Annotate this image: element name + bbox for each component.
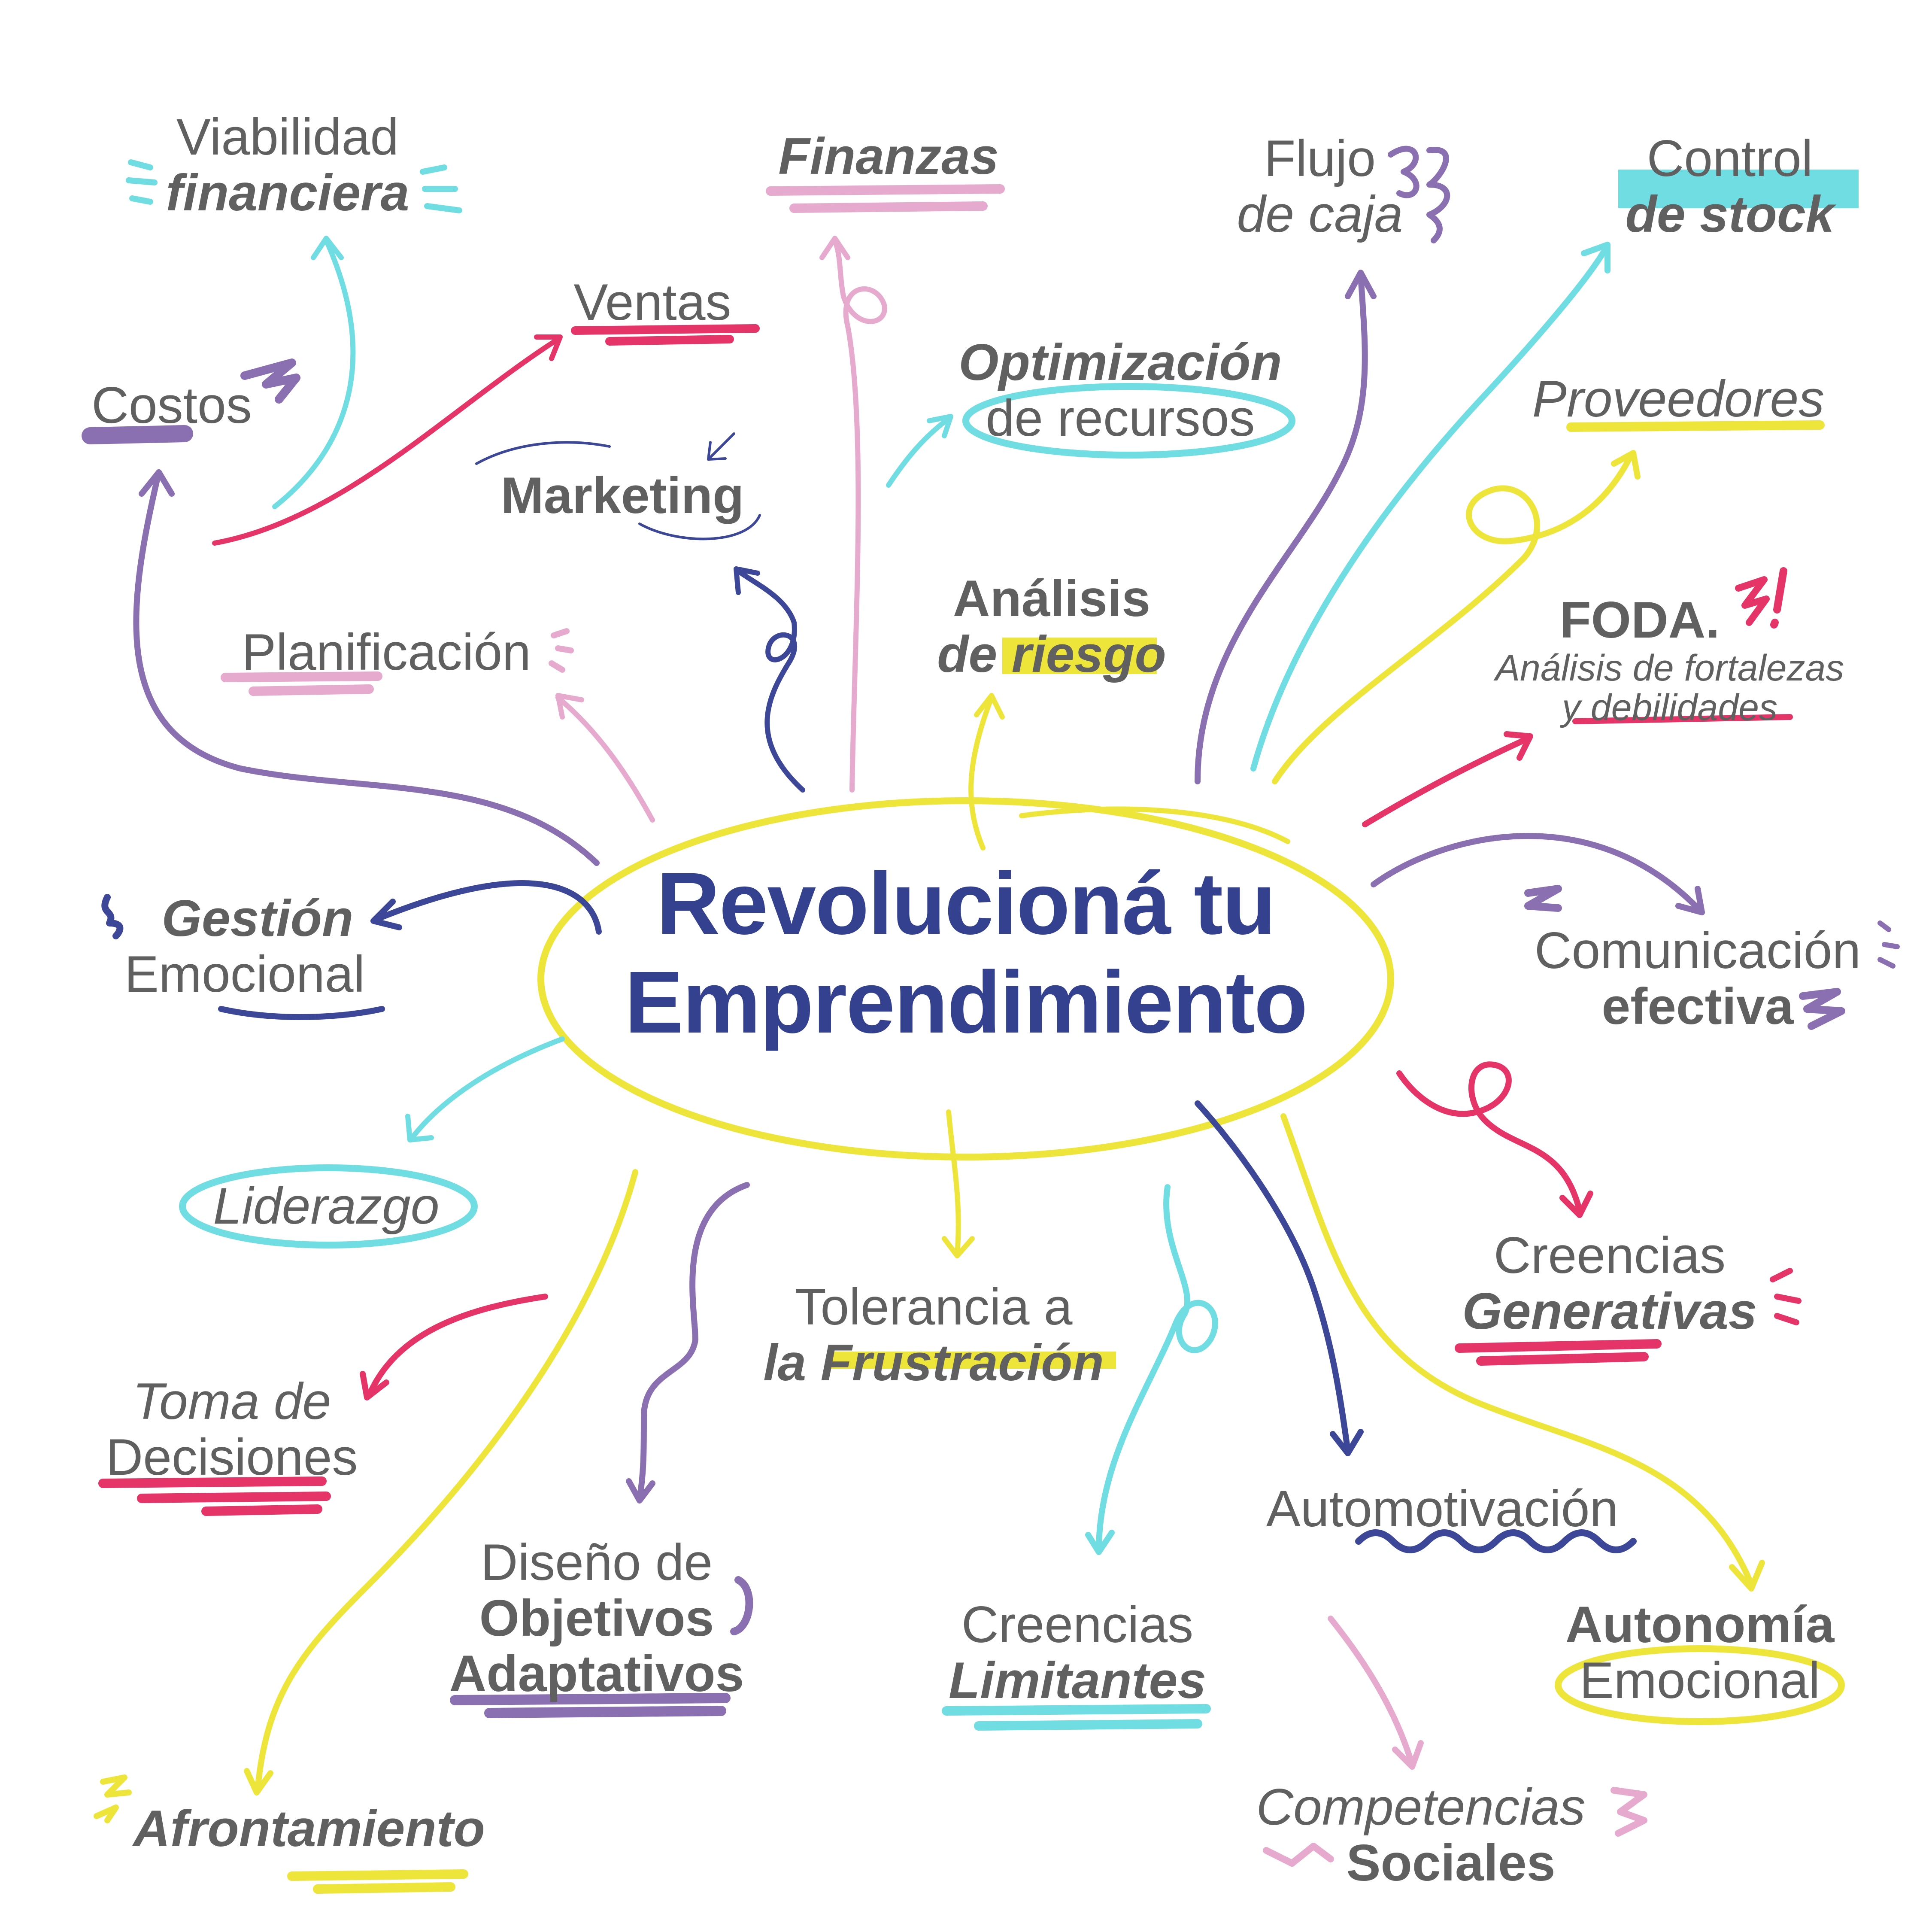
node-creencias-generativas-line1: Creencias — [1493, 1227, 1726, 1284]
node-analisis: Análisis de riesgo — [923, 571, 1180, 682]
node-viabilidad-line2: financiera — [166, 164, 409, 222]
center-ellipse-overdraw — [1019, 806, 1290, 844]
node-viabilidad-line1: Viabilidad — [176, 108, 399, 166]
node-tolerancia-line2a: la — [763, 1334, 807, 1391]
node-creencias-generativas: Creencias Generativas — [1442, 1227, 1777, 1340]
node-foda: FODA. Análisis de fortalezas y debilidad… — [1477, 592, 1863, 728]
node-optimizacion: Optimización de recursos — [927, 334, 1313, 447]
node-gestion-line2: Emocional — [124, 945, 365, 1003]
node-ventas: Ventas — [554, 273, 751, 331]
node-foda-line3a: y — [1562, 687, 1580, 729]
node-comunicacion-line1: Comunicación — [1534, 922, 1861, 979]
node-viabilidad: Viabilidad financiera — [159, 109, 416, 221]
highlights — [82, 146, 1900, 1894]
node-gestion: Gestión Emocional — [103, 890, 386, 1003]
node-tolerancia-line2b: Frustración — [820, 1334, 1104, 1391]
node-automotivacion-line1: Automotivación — [1266, 1480, 1619, 1537]
node-marketing: Marketing — [472, 468, 773, 524]
node-tolerancia: Tolerancia a la Frustración — [751, 1279, 1116, 1391]
node-autonomia-line2: Emocional — [1579, 1651, 1820, 1709]
node-liderazgo: Liderazgo — [193, 1177, 459, 1235]
node-foda-line3b: debilidades — [1590, 687, 1778, 729]
node-tolerancia-line1: Tolerancia a — [795, 1278, 1073, 1336]
node-competencias: Competencias Sociales — [1236, 1778, 1605, 1892]
node-toma-line1: Toma de — [132, 1373, 331, 1430]
node-control: Control de stock — [1605, 131, 1854, 242]
node-planificacion-line1: Planificación — [242, 623, 531, 681]
node-competencias-line2: Sociales — [1346, 1834, 1556, 1892]
node-finanzas-line1: Finanzas — [778, 128, 999, 185]
node-flujo-line1: Flujo — [1264, 130, 1376, 187]
node-creencias-generativas-line2: Generativas — [1462, 1282, 1757, 1340]
node-autonomia: Autonomía Emocional — [1545, 1597, 1854, 1708]
node-liderazgo-line1: Liderazgo — [213, 1177, 440, 1235]
node-toma: Toma de Decisiones — [86, 1373, 378, 1486]
node-optimizacion-line1: Optimización — [958, 334, 1282, 391]
node-comunicacion-line2: efectiva — [1601, 977, 1794, 1035]
node-creencias-limitantes-line2: Limitantes — [948, 1651, 1207, 1709]
node-autonomia-line1: Autonomía — [1565, 1596, 1835, 1653]
arrows — [133, 236, 1765, 1795]
node-automotivacion: Automotivación — [1223, 1481, 1661, 1537]
node-proveedores-line1: Proveedores — [1532, 370, 1825, 428]
node-comunicacion: Comunicación efectiva — [1515, 923, 1880, 1034]
node-planificacion: Planificación — [215, 623, 558, 681]
node-flujo: Flujo de caja — [1223, 131, 1416, 242]
node-afrontamiento-line1: Afrontamiento — [133, 1800, 485, 1857]
node-foda-line2: Análisis de fortalezas — [1495, 647, 1844, 689]
node-costos-line1: Costos — [91, 377, 252, 434]
center-title: Revolucioná tu Emprendimiento — [537, 854, 1395, 1051]
node-costos: Costos — [75, 377, 268, 434]
node-afrontamiento: Afrontamiento — [124, 1801, 494, 1857]
center-ellipse — [537, 797, 1394, 1160]
node-finanzas: Finanzas — [764, 128, 1013, 185]
center-title-line2: Emprendimiento — [625, 953, 1307, 1051]
node-control-line1: Control — [1647, 130, 1813, 187]
node-diseno-line1: Diseño de — [480, 1534, 713, 1591]
node-analisis-line2b: riesgo — [1011, 625, 1166, 683]
node-control-line2: de stock — [1625, 185, 1835, 243]
node-toma-line2: Decisiones — [106, 1428, 358, 1486]
node-gestion-line1: Gestión — [161, 890, 354, 947]
node-creencias-limitantes-line1: Creencias — [961, 1596, 1194, 1653]
center-title-line1: Revolucioná tu — [656, 854, 1276, 953]
node-marketing-line1: Marketing — [500, 467, 744, 524]
node-proveedores: Proveedores — [1515, 371, 1841, 427]
node-flujo-line2: de caja — [1237, 185, 1403, 243]
node-foda-line1: FODA. — [1559, 591, 1720, 649]
node-diseno-line3: Adaptativos — [449, 1645, 744, 1703]
node-analisis-line2a: de — [937, 625, 998, 683]
node-creencias-limitantes: Creencias Limitantes — [931, 1597, 1223, 1708]
node-optimizacion-line2: de recursos — [986, 389, 1255, 447]
node-ventas-line1: Ventas — [573, 273, 731, 331]
node-analisis-line1: Análisis — [952, 570, 1151, 627]
node-diseno-line2: Objetivos — [479, 1589, 714, 1647]
node-competencias-line1: Competencias — [1256, 1778, 1586, 1836]
node-diseno: Diseño de Objetivos Adaptativos — [442, 1534, 751, 1703]
